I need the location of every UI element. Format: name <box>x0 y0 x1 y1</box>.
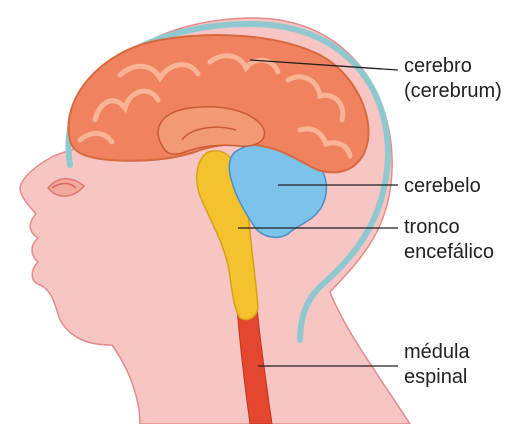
cerebrum-label-line2: (cerebrum) <box>404 80 502 102</box>
spinal-cord-label-line1: médula <box>404 341 470 363</box>
cerebellum-label: cerebelo <box>404 175 481 197</box>
spinal-cord-label-line2: espinal <box>404 366 467 388</box>
brainstem-label-line2: encefálico <box>404 241 494 263</box>
cerebrum-label-line1: cerebro <box>404 55 472 77</box>
brainstem-label-line1: tronco <box>404 216 460 238</box>
